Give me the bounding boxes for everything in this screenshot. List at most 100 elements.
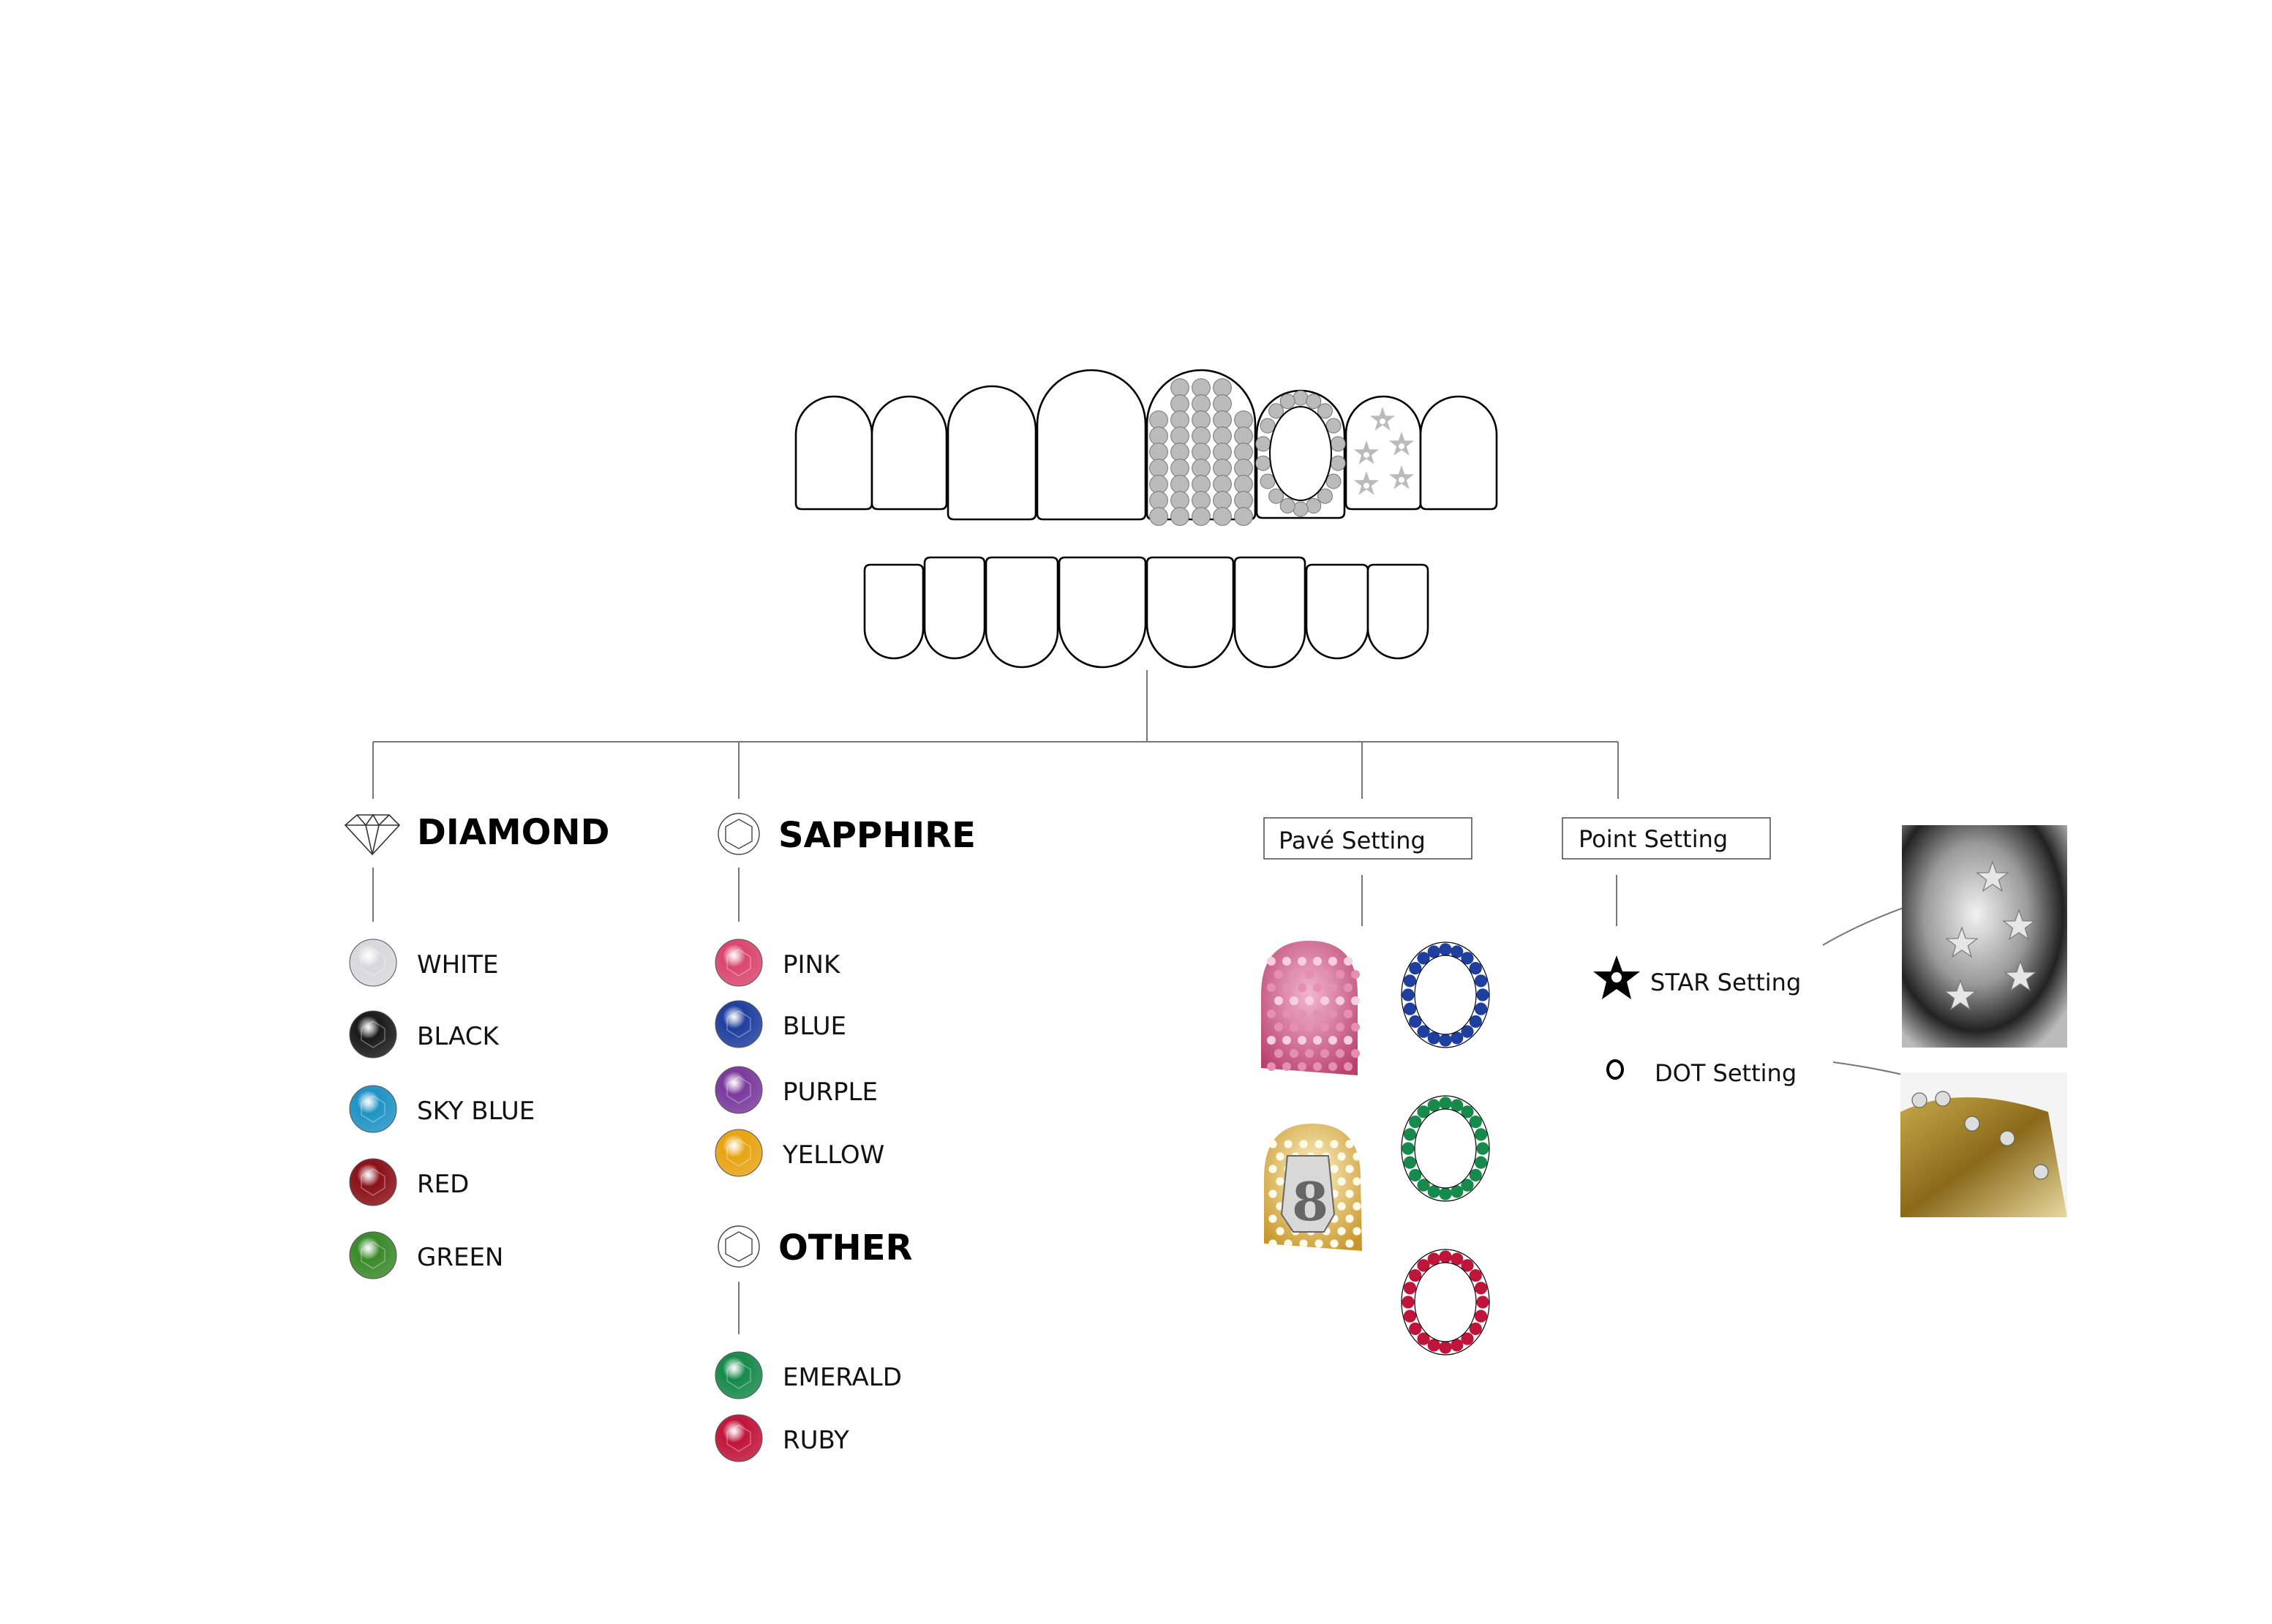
pave-diamond — [1234, 507, 1253, 526]
pave-diamond — [1213, 394, 1232, 413]
gold-pave-tooth-photo: 8 — [1264, 1124, 1362, 1251]
pave-diamond — [1170, 507, 1189, 526]
ring-diamond — [1325, 418, 1342, 434]
svg-text:8: 8 — [1292, 1170, 1328, 1233]
ring-diamond — [1306, 394, 1322, 410]
pave-diamond — [1170, 426, 1189, 446]
pave-diamond — [1234, 426, 1253, 446]
dot-icon — [1606, 1059, 1624, 1080]
point-setting-box: Point Setting — [1562, 817, 1771, 860]
pave-diamond — [1149, 491, 1168, 510]
gem-swatch-icon — [349, 1231, 397, 1279]
pave-diamond — [1234, 443, 1253, 462]
dot-setting-row: DOT Setting — [1606, 1059, 1797, 1087]
pave-setting-box: Pavé Setting — [1263, 817, 1472, 860]
gem-swatch-icon — [715, 1351, 763, 1399]
pave-diamond — [1192, 491, 1211, 510]
lower-tooth — [1305, 563, 1369, 660]
ring-diamond — [1268, 403, 1284, 419]
pave-diamond — [1192, 443, 1211, 462]
upper-tooth — [870, 395, 948, 511]
pave-diamond — [1234, 475, 1253, 494]
pave-diamond — [1149, 426, 1168, 446]
gem-color-red: RED — [349, 1158, 469, 1206]
pave-diamond — [1192, 394, 1211, 413]
lower-tooth — [863, 563, 925, 660]
gem-color-label: PURPLE — [783, 1078, 878, 1107]
upper-tooth — [947, 385, 1037, 521]
pave-diamond — [1192, 410, 1211, 429]
gem-swatch-icon — [349, 1085, 397, 1133]
pave-diamond — [1213, 507, 1232, 526]
gem-color-label: BLUE — [783, 1012, 846, 1041]
gem-ring-sample — [1401, 1249, 1490, 1356]
gem-ring-samples — [1401, 941, 1490, 1356]
upper-teeth — [794, 369, 1498, 526]
ring-diamond — [1279, 497, 1295, 514]
gem-color-label: SKY BLUE — [417, 1097, 535, 1126]
point-setting-label: Point Setting — [1579, 825, 1728, 853]
lower-tooth — [985, 556, 1059, 669]
gem-color-emerald: EMERALD — [715, 1351, 902, 1399]
ring-diamond — [1293, 390, 1309, 406]
lower-tooth — [1366, 563, 1429, 660]
gem-color-sky-blue: SKY BLUE — [349, 1085, 535, 1133]
lower-tooth — [1233, 556, 1306, 669]
pave-diamond — [1192, 507, 1211, 526]
pave-diamond — [1213, 410, 1232, 429]
pave-diamond — [1234, 410, 1253, 429]
lower-tooth — [923, 556, 986, 660]
pave-diamond — [1170, 410, 1189, 429]
ring-diamond — [1260, 418, 1276, 434]
gem-swatch-icon — [715, 939, 763, 987]
gem-color-ruby: RUBY — [715, 1414, 849, 1462]
upper-tooth — [1419, 395, 1498, 511]
sapphire-header: SAPPHIRE — [718, 813, 976, 856]
ring-diamond — [1260, 473, 1276, 489]
pave-diamond — [1213, 378, 1232, 397]
pave-diamond — [1149, 507, 1168, 526]
dot-setting-label: DOT Setting — [1655, 1059, 1797, 1087]
gem-swatch-icon — [349, 1158, 397, 1206]
pave-diamond — [1192, 459, 1211, 478]
diamond-header: DIAMOND — [344, 812, 609, 856]
pave-diamond — [1170, 378, 1189, 397]
gem-color-label: GREEN — [417, 1243, 503, 1272]
gem-ring-sample — [1401, 941, 1490, 1048]
gem-color-label: PINK — [783, 950, 841, 980]
gem-swatch-icon — [715, 1000, 763, 1048]
gem-ring-sample — [1401, 1095, 1490, 1202]
other-title: OTHER — [778, 1228, 912, 1268]
pave-diamond — [1149, 410, 1168, 429]
gem-color-label: EMERALD — [783, 1363, 902, 1392]
upper-tooth — [794, 395, 873, 511]
dot-setting-photo — [1900, 1072, 2067, 1217]
pave-diamond — [1192, 426, 1211, 446]
gem-swatch-icon — [715, 1129, 763, 1177]
diamond-outline-icon — [344, 813, 401, 856]
gem-swatch-icon — [349, 1010, 397, 1059]
gem-color-white: WHITE — [349, 939, 498, 987]
pave-diamond — [1149, 459, 1168, 478]
pave-diamond — [1170, 443, 1189, 462]
star-setting-photo — [1902, 825, 2067, 1048]
pave-diamond — [1192, 475, 1211, 494]
other-header: OTHER — [718, 1225, 912, 1268]
other-color-list: EMERALD RUBY — [715, 1351, 902, 1462]
sapphire-title: SAPPHIRE — [778, 815, 976, 856]
ring-diamond — [1330, 436, 1346, 452]
lower-tooth — [1146, 556, 1235, 669]
gem-color-label: RED — [417, 1170, 469, 1199]
pave-diamond — [1170, 459, 1189, 478]
lower-teeth — [863, 556, 1429, 669]
round-gem-outline-icon — [718, 1225, 760, 1268]
ring-diamond — [1293, 501, 1309, 517]
pave-diamond — [1213, 426, 1232, 446]
ring-diamond — [1255, 436, 1271, 452]
gem-color-pink: PINK — [715, 939, 841, 987]
pave-setting-label: Pavé Setting — [1279, 827, 1426, 854]
pave-diamond — [1192, 378, 1211, 397]
pave-diamond — [1170, 394, 1189, 413]
